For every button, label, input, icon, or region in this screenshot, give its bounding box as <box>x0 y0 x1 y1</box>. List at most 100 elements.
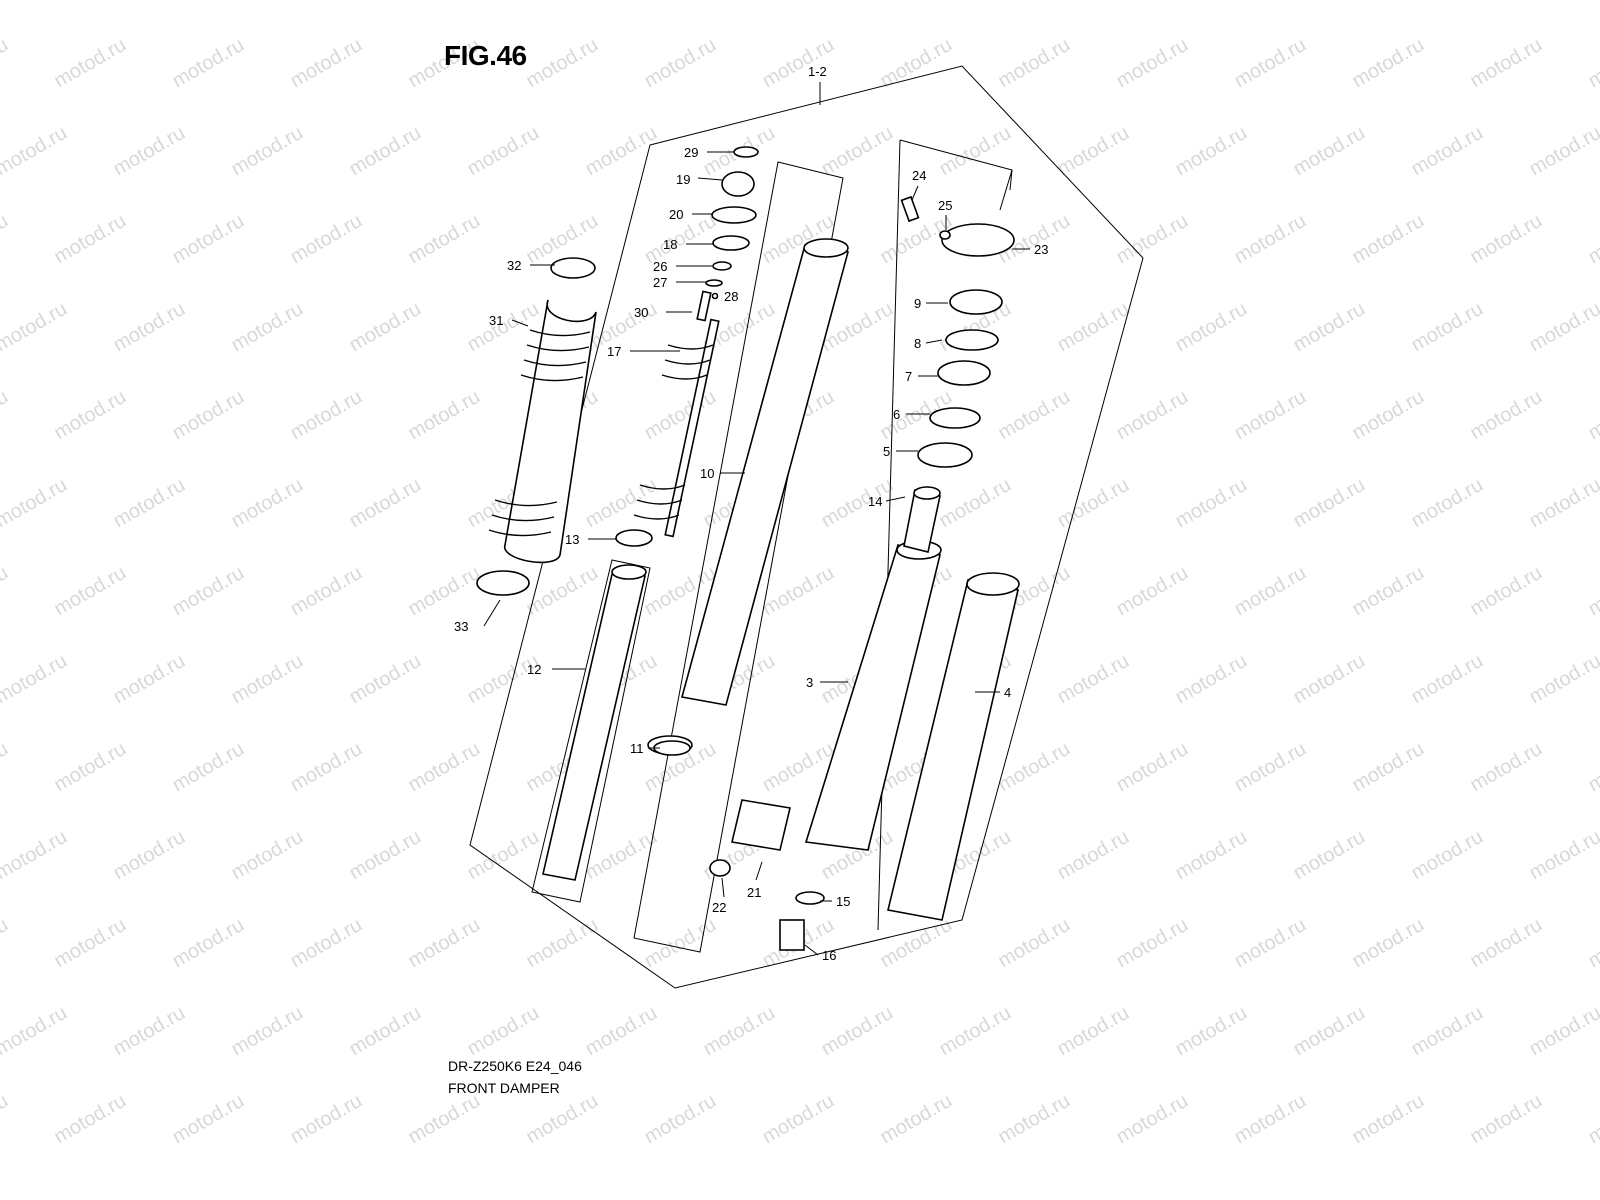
watermark-text: motod.ru <box>1054 650 1133 709</box>
watermark-text: motod.ru <box>0 474 71 533</box>
watermark-text: motod.ru <box>1467 210 1546 269</box>
watermark-text: motod.ru <box>405 738 484 797</box>
inner-tube <box>647 238 850 755</box>
watermark-text: motod.ru <box>936 474 1015 533</box>
callout-4: 4 <box>1004 685 1011 700</box>
watermark-text: motod.ru <box>936 1002 1015 1061</box>
watermark-text: motod.ru <box>1408 826 1487 885</box>
watermark-text: motod.ru <box>1467 738 1546 797</box>
watermark-text: motod.ru <box>1467 1090 1546 1149</box>
watermark-text: motod.ru <box>1231 914 1310 973</box>
watermark-text: motod.ru <box>1526 0 1600 4</box>
watermark-text: motod.ru <box>1526 298 1600 357</box>
callout-13: 13 <box>565 532 579 547</box>
watermark-text: motod.ru <box>1526 1002 1600 1061</box>
watermark-text: motod.ru <box>1290 826 1369 885</box>
watermark-text: motod.ru <box>1526 826 1600 885</box>
watermark-text: motod.ru <box>1172 1002 1251 1061</box>
watermark-text: motod.ru <box>1290 298 1369 357</box>
outer-tube-right <box>887 572 1020 921</box>
callout-24: 24 <box>912 168 926 183</box>
watermark-text: motod.ru <box>464 650 543 709</box>
watermark-text: motod.ru <box>936 122 1015 181</box>
figure-name: FRONT DAMPER <box>448 1080 560 1096</box>
watermark-text: motod.ru <box>51 210 130 269</box>
watermark-text: motod.ru <box>0 738 12 797</box>
watermark-text: motod.ru <box>405 1090 484 1149</box>
watermark-text: motod.ru <box>1467 34 1546 93</box>
watermark-text: motod.ru <box>1231 210 1310 269</box>
watermark-text: motod.ru <box>1290 0 1369 4</box>
watermark-text: motod.ru <box>936 0 1015 4</box>
watermark-text: motod.ru <box>1231 34 1310 93</box>
watermark-text: motod.ru <box>51 1090 130 1149</box>
watermark-text: motod.ru <box>1054 1002 1133 1061</box>
callout-23: 23 <box>1034 242 1048 257</box>
callout-26: 26 <box>653 259 667 274</box>
watermark-text: motod.ru <box>1585 1090 1600 1149</box>
outer-tube-lower <box>804 486 942 851</box>
watermark-text: motod.ru <box>0 34 12 93</box>
watermark-text: motod.ru <box>1585 210 1600 269</box>
watermark-text: motod.ru <box>464 1002 543 1061</box>
watermark-text: motod.ru <box>464 122 543 181</box>
callout-25: 25 <box>938 198 952 213</box>
watermark-text: motod.ru <box>995 1090 1074 1149</box>
watermark-text: motod.ru <box>405 210 484 269</box>
watermark-text: motod.ru <box>1290 122 1369 181</box>
watermark-text: motod.ru <box>287 914 366 973</box>
watermark-text: motod.ru <box>0 1090 12 1149</box>
watermark-text: motod.ru <box>523 34 602 93</box>
watermark-text: motod.ru <box>1113 738 1192 797</box>
watermark-text: motod.ru <box>818 0 897 4</box>
model-code: DR-Z250K6 E24_046 <box>448 1058 582 1074</box>
watermark-text: motod.ru <box>1113 914 1192 973</box>
watermark-text: motod.ru <box>1467 914 1546 973</box>
watermark-text: motod.ru <box>1408 298 1487 357</box>
callout-22: 22 <box>712 900 726 915</box>
callout-33: 33 <box>454 619 468 634</box>
callout-6: 6 <box>893 407 900 422</box>
watermark-text: motod.ru <box>1526 122 1600 181</box>
outer-tube-outline-edge2 <box>999 169 1013 211</box>
watermark-text: motod.ru <box>110 1002 189 1061</box>
callout-8: 8 <box>914 336 921 351</box>
watermark-text: motod.ru <box>641 386 720 445</box>
watermark-text: motod.ru <box>0 914 12 973</box>
watermark-text: motod.ru <box>110 474 189 533</box>
watermark-text: motod.ru <box>228 650 307 709</box>
callout-labels: 29 19 20 18 26 27 28 30 17 32 31 13 33 1… <box>454 145 1048 963</box>
callout-19: 19 <box>676 172 690 187</box>
watermark-text: motod.ru <box>346 474 425 533</box>
watermark-text: motod.ru <box>582 0 661 4</box>
watermark-text: motod.ru <box>110 298 189 357</box>
watermark-text: motod.ru <box>287 1090 366 1149</box>
watermark-text: motod.ru <box>346 650 425 709</box>
watermark-text: motod.ru <box>818 1002 897 1061</box>
watermark-text: motod.ru <box>169 34 248 93</box>
watermark-text: motod.ru <box>228 298 307 357</box>
watermark-text: motod.ru <box>1113 1090 1192 1149</box>
watermark-text: motod.ru <box>818 474 897 533</box>
watermark-text: motod.ru <box>346 122 425 181</box>
watermark-text: motod.ru <box>1172 474 1251 533</box>
watermark-text: motod.ru <box>0 386 12 445</box>
callout-32: 32 <box>507 258 521 273</box>
watermark-text: motod.ru <box>1349 914 1428 973</box>
watermark-text: motod.ru <box>228 826 307 885</box>
callout-3: 3 <box>806 675 813 690</box>
watermark-text: motod.ru <box>110 0 189 4</box>
watermark-text: motod.ru <box>1526 650 1600 709</box>
watermark-text: motod.ru <box>169 914 248 973</box>
watermark-text: motod.ru <box>523 1090 602 1149</box>
watermark-text: motod.ru <box>1585 562 1600 621</box>
watermark-text: motod.ru <box>0 1002 71 1061</box>
watermark-text: motod.ru <box>0 562 12 621</box>
watermark-text: motod.ru <box>1585 914 1600 973</box>
watermark-text: motod.ru <box>1054 122 1133 181</box>
watermark-text: motod.ru <box>523 562 602 621</box>
watermark-text: motod.ru <box>287 562 366 621</box>
damper-cylinder <box>542 564 647 881</box>
watermark-text: motod.ru <box>1408 650 1487 709</box>
watermark-text: motod.ru <box>1172 122 1251 181</box>
